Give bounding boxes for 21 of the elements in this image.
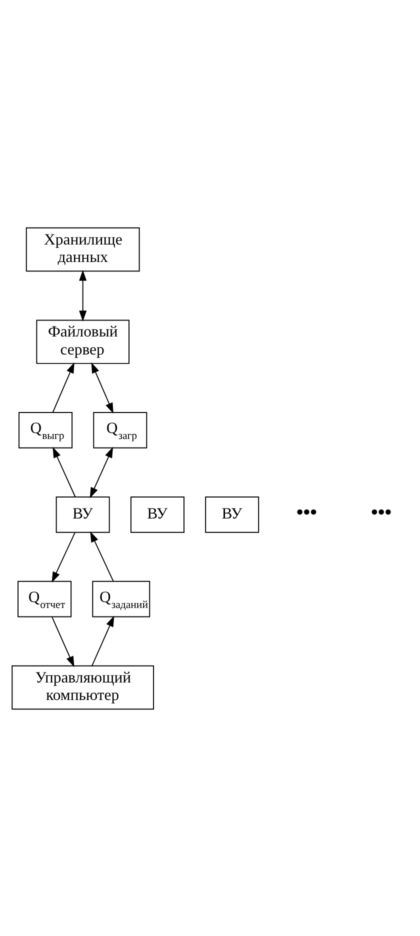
node-box: Файловый сервер (36, 319, 130, 364)
node-box: ВУ (205, 496, 260, 532)
arrow (92, 615, 114, 666)
arrow (52, 616, 74, 667)
arrow (52, 362, 74, 412)
arrow (90, 446, 114, 498)
node-box: Управляющий компьютер (12, 664, 154, 710)
node-box: ВУ (130, 496, 184, 532)
node-box: Q$_{загр}$ (93, 412, 148, 448)
arrow (79, 269, 87, 321)
label: ••• (296, 502, 318, 524)
node-box: ВУ (56, 496, 110, 532)
node-box: Q$_{отчет}$ (18, 580, 72, 617)
arrow (90, 530, 114, 582)
arrow (91, 362, 114, 414)
node-box: Q$_{заданий}$ (92, 580, 150, 617)
arrow (52, 446, 76, 497)
node-box: Хранилище данных (26, 226, 140, 272)
label: ••• (371, 502, 392, 524)
arrow (52, 532, 76, 582)
node-box: Q$_{выгр}$ (18, 412, 73, 448)
